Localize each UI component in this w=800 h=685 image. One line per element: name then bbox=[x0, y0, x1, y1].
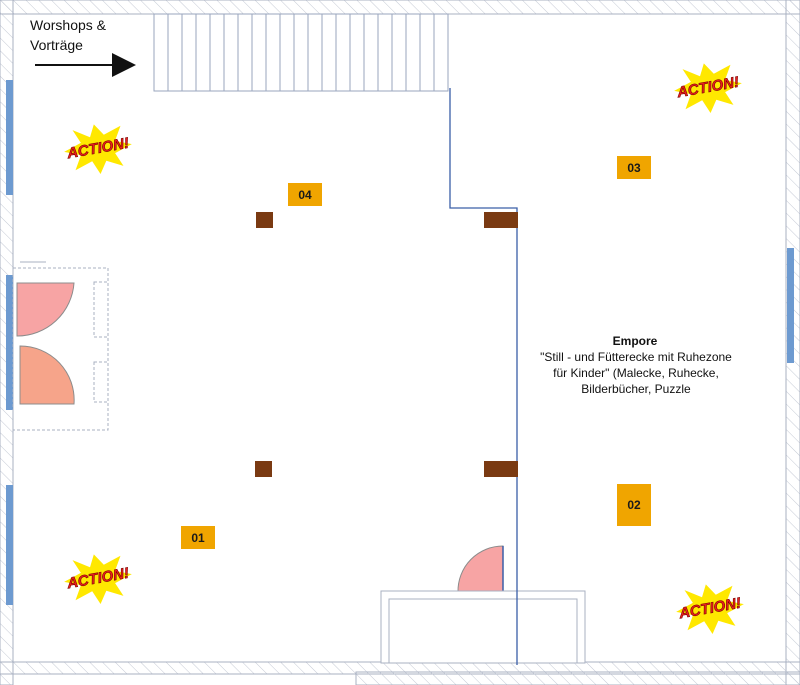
area-desc-line1: "Still - und Fütterecke mit Ruhezone bbox=[540, 350, 732, 364]
pillar bbox=[484, 212, 518, 228]
pillar bbox=[484, 461, 518, 477]
workshop-label-line2: Vorträge bbox=[30, 37, 83, 53]
area-desc-line3: Bilderbücher, Puzzle bbox=[581, 382, 691, 396]
room-number-04: 04 bbox=[298, 188, 312, 202]
window-right bbox=[787, 248, 794, 363]
pillars bbox=[255, 212, 518, 477]
left-door-frames bbox=[12, 261, 109, 431]
room-number-03: 03 bbox=[627, 161, 641, 175]
window-left-mid bbox=[6, 275, 13, 410]
room-badge-01: 01 bbox=[181, 526, 215, 549]
window-left-top bbox=[6, 80, 13, 195]
staircase-icon bbox=[153, 13, 449, 92]
room-badge-04: 04 bbox=[288, 183, 322, 206]
partition-walls bbox=[449, 88, 518, 665]
window-left-bottom bbox=[6, 485, 13, 605]
room-badge-02: 02 bbox=[617, 484, 651, 526]
pillar bbox=[256, 212, 273, 228]
room-badge-03: 03 bbox=[617, 156, 651, 179]
bottom-balcony bbox=[380, 590, 586, 664]
area-desc-line2: für Kinder" (Malecke, Ruhecke, bbox=[553, 366, 719, 380]
room-number-02: 02 bbox=[627, 498, 641, 512]
room-number-01: 01 bbox=[191, 531, 205, 545]
area-title: Empore bbox=[613, 334, 658, 348]
pillar bbox=[255, 461, 272, 477]
arrow-right-icon bbox=[35, 53, 136, 77]
door-swing-icon bbox=[16, 282, 504, 594]
workshop-label-line1: Worshops & bbox=[30, 17, 107, 33]
